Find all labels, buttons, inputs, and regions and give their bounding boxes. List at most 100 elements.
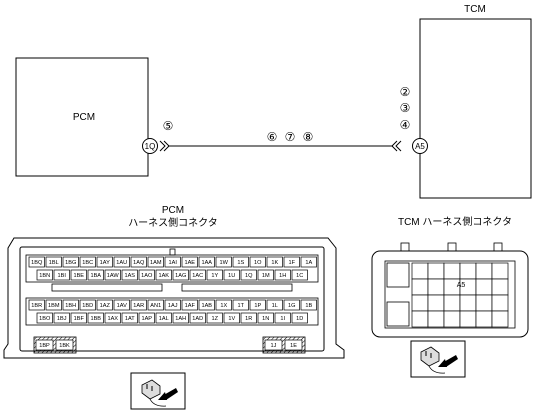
pcm-pin-label: 1AU xyxy=(116,260,127,266)
pcm-pin-label: 1O xyxy=(254,260,262,266)
pcm-pin-cell: 1BR xyxy=(28,299,45,311)
pcm-pin-cell: 1AV xyxy=(113,299,130,311)
pcm-pin-label: 1BR xyxy=(31,303,42,309)
pcm-pin-cell: 1F xyxy=(283,256,300,268)
tcm-terminal: A5 xyxy=(412,138,428,154)
tcm-circle-number: ④ xyxy=(400,118,411,132)
tcm-cavity xyxy=(459,262,477,280)
pcm-pin-cell: 1V xyxy=(223,312,240,324)
pcm-pin-label: 1BK xyxy=(59,343,70,349)
pcm-pin-cell: 1H xyxy=(274,269,291,281)
tcm-cavity xyxy=(443,262,461,280)
pcm-pin-cell: 1AI xyxy=(164,256,181,268)
pcm-pin-label: 1BD xyxy=(82,303,93,309)
pcm-pin-cell: 1AE xyxy=(181,256,198,268)
tcm-label: TCM xyxy=(464,4,486,15)
pcm-pin-cell: 1BK xyxy=(55,339,74,351)
pcm-pin-cell: AN1 xyxy=(147,299,164,311)
pcm-pin-label: 1L xyxy=(272,303,278,309)
pcm-circle-number: ⑤ xyxy=(163,119,174,133)
pcm-pin-cell: 1E xyxy=(284,339,303,351)
pcm-pin-label: 1A xyxy=(305,260,312,266)
tcm-circle-number: ③ xyxy=(400,101,411,115)
pcm-pin-cell: 1BL xyxy=(45,256,62,268)
pcm-pin-cell: 1AA xyxy=(198,256,215,268)
tcm-cavity xyxy=(491,310,509,328)
pcm-pin-label: 1S xyxy=(237,260,244,266)
tcm-cavity xyxy=(411,278,429,296)
pcm-pin-cell: 1AW xyxy=(104,269,121,281)
pcm-terminal-label: 1Q xyxy=(145,142,156,151)
pcm-pin-cell: 1O xyxy=(249,256,266,268)
pcm-pin-cell: 1AJ xyxy=(164,299,181,311)
pcm-connector-title: PCM xyxy=(162,205,184,216)
tcm-cavity xyxy=(475,294,493,312)
wire-pcm-tcm xyxy=(159,140,402,152)
pcm-pin-cell: 1I xyxy=(274,312,291,324)
pcm-pin-label: 1X xyxy=(220,303,227,309)
pcm-pin-cell: 1U xyxy=(223,269,240,281)
pcm-pin-label: 1Z xyxy=(211,316,218,322)
pcm-pin-label: 1H xyxy=(279,273,286,279)
pcm-pin-label: 1BG xyxy=(65,260,76,266)
pcm-pin-cell: 1BF xyxy=(70,312,87,324)
pcm-pin-cell: 1BH xyxy=(62,299,79,311)
pcm-pin-cell: 1BQ xyxy=(28,256,45,268)
pcm-pin-cell: 1AF xyxy=(181,299,198,311)
pcm-pin-label: AN1 xyxy=(150,303,161,309)
tcm-cavity xyxy=(459,310,477,328)
pcm-pin-label: 1AY xyxy=(100,260,110,266)
pcm-terminal: 1Q xyxy=(142,138,158,154)
pcm-pin-cell: 1X xyxy=(215,299,232,311)
pcm-pin-cell: 1AP xyxy=(138,312,155,324)
pcm-pin-label: 1AO xyxy=(141,273,153,279)
pcm-pin-label: 1J xyxy=(271,343,277,349)
pcm-pin-cell: 1AZ xyxy=(96,299,113,311)
pcm-pin-label: 1T xyxy=(237,303,244,309)
pcm-pin-label: 1BA xyxy=(90,273,101,279)
pcm-pin-cell: 1AK xyxy=(155,269,172,281)
pcm-pin-cell: 1AQ xyxy=(130,256,147,268)
pcm-pin-cell: 1BM xyxy=(45,299,62,311)
pcm-pin-label: 1Y xyxy=(211,273,218,279)
pcm-pin-label: 1BI xyxy=(58,273,67,279)
pcm-pin-label: 1BJ xyxy=(57,316,67,322)
pcm-pin-label: 1I xyxy=(280,316,285,322)
pcm-connector-subtitle: ハーネス側コネクタ xyxy=(128,216,218,229)
pcm-pin-label: 1E xyxy=(290,343,297,349)
tcm-cavity xyxy=(475,310,493,328)
pcm-pin-label: 1BB xyxy=(90,316,101,322)
pcm-pin-cell: 1BN xyxy=(36,269,53,281)
pcm-pin-label: 1AM xyxy=(150,260,162,266)
pcm-pin-label: 1AV xyxy=(117,303,127,309)
pcm-pin-cell: 1BD xyxy=(79,299,96,311)
pcm-pin-label: 1M xyxy=(262,273,270,279)
pcm-pin-cell: 1Y xyxy=(206,269,223,281)
tcm-connector-arrow xyxy=(391,140,402,152)
pcm-pin-label: 1R xyxy=(245,316,252,322)
pcm-pin-label: 1BN xyxy=(39,273,50,279)
tcm-cavity xyxy=(491,262,509,280)
pcm-pin-label: 1AI xyxy=(169,260,178,266)
tcm-cavity xyxy=(443,310,461,328)
pcm-pin-cell: 1BI xyxy=(53,269,70,281)
pcm-pin-label: 1AK xyxy=(158,273,169,279)
pcm-pin-label: 1N xyxy=(262,316,269,322)
pcm-pin-label: 1BP xyxy=(39,343,50,349)
tcm-cavity xyxy=(411,262,429,280)
pcm-pin-cell: 1J xyxy=(264,339,283,351)
pcm-pin-cell: 1AU xyxy=(113,256,130,268)
pcm-pin-label: 1AL xyxy=(159,316,169,322)
pcm-pin-cell: 1T xyxy=(232,299,249,311)
pcm-pin-label: 1BM xyxy=(48,303,60,309)
pcm-pin-label: 1F xyxy=(288,260,295,266)
pcm-pin-label: 1G xyxy=(288,303,295,309)
pcm-pin-cell: 1Q xyxy=(240,269,257,281)
wire-circle-number: ⑦ xyxy=(285,130,296,144)
pcm-pin-cell: 1G xyxy=(283,299,300,311)
pcm-pin-cell: 1R xyxy=(240,312,257,324)
wire-circle-numbers: ⑥ ⑦ ⑧ xyxy=(267,130,314,144)
pcm-pin-label: 1BQ xyxy=(31,260,43,266)
tcm-pin-label: A5 xyxy=(457,282,466,289)
